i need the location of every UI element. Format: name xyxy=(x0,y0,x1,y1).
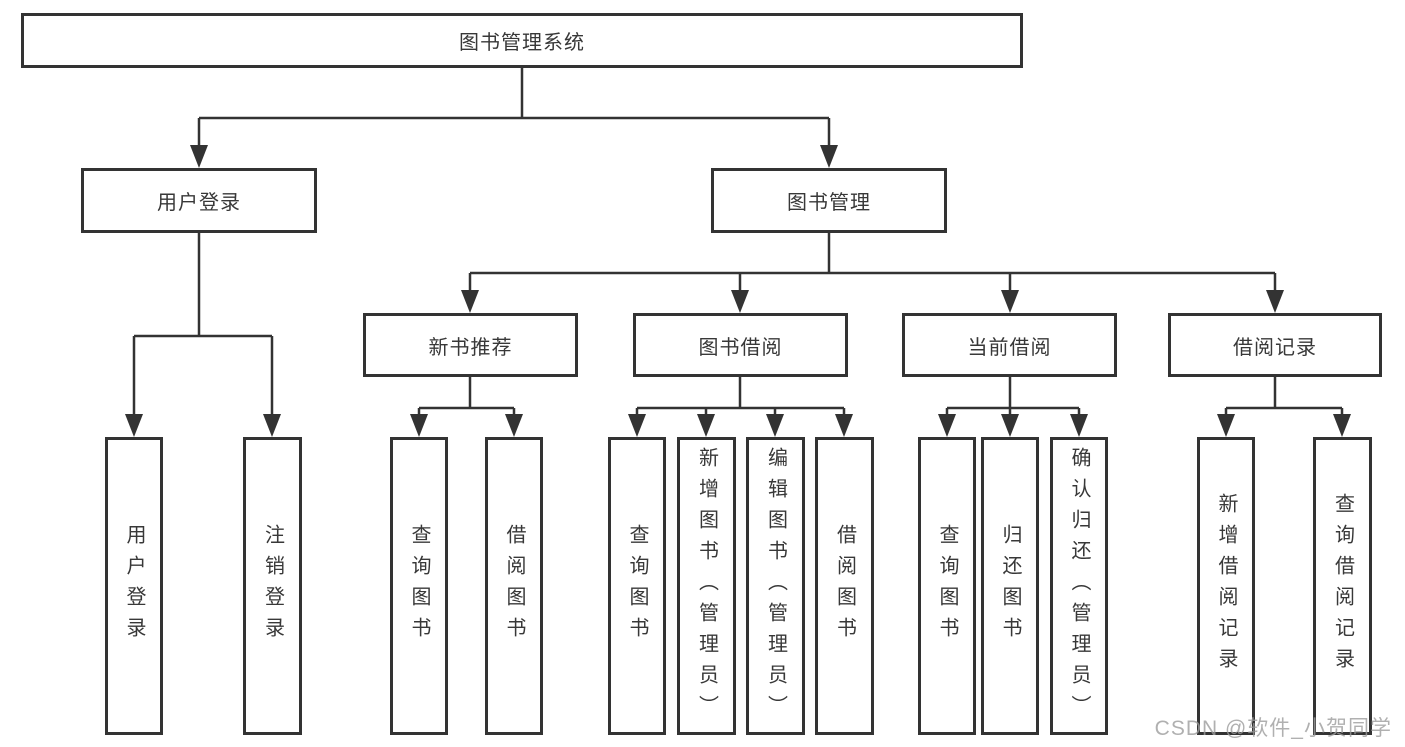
leaf-query-books-current-label: 查询图书 xyxy=(936,524,958,648)
leaf-query-books-borrowing-label: 查询图书 xyxy=(626,524,648,648)
leaf-borrow-books-borrowing: 借阅图书 xyxy=(815,437,874,735)
node-borrowing-records: 借阅记录 xyxy=(1168,313,1382,377)
leaf-add-book-admin-label: 新增图书（管理员） xyxy=(695,446,718,726)
node-new-book-recommend-label: 新书推荐 xyxy=(428,336,513,359)
leaf-add-borrow-record: 新增借阅记录 xyxy=(1197,437,1255,735)
leaf-user-login: 用户登录 xyxy=(105,437,163,735)
leaf-borrow-books-recommend: 借阅图书 xyxy=(485,437,543,735)
node-borrowing-records-label: 借阅记录 xyxy=(1233,336,1317,359)
leaf-logout-label: 注销登录 xyxy=(261,524,284,648)
leaf-query-borrow-record: 查询借阅记录 xyxy=(1313,437,1372,735)
arrowheads xyxy=(125,145,1351,437)
leaf-query-books-current: 查询图书 xyxy=(918,437,976,735)
leaf-user-login-label: 用户登录 xyxy=(123,524,145,648)
node-book-management: 图书管理 xyxy=(711,168,947,233)
leaf-confirm-return-admin: 确认归还（管理员） xyxy=(1050,437,1108,735)
leaf-logout: 注销登录 xyxy=(243,437,302,735)
node-book-management-label: 图书管理 xyxy=(787,192,871,214)
node-user-login-label: 用户登录 xyxy=(157,192,241,214)
leaf-borrow-books-borrowing-label: 借阅图书 xyxy=(833,524,856,648)
node-user-login: 用户登录 xyxy=(81,168,317,233)
node-current-borrowing: 当前借阅 xyxy=(902,313,1117,377)
leaf-query-borrow-record-label: 查询借阅记录 xyxy=(1331,493,1354,679)
node-book-borrowing: 图书借阅 xyxy=(633,313,848,377)
watermark: CSDN @软件_小贺同学 xyxy=(1154,717,1392,740)
leaf-confirm-return-admin-label: 确认归还（管理员） xyxy=(1068,446,1090,726)
node-book-borrowing-label: 图书借阅 xyxy=(698,336,783,359)
node-current-borrowing-label: 当前借阅 xyxy=(967,336,1052,359)
node-root: 图书管理系统 xyxy=(21,13,1023,68)
node-root-label: 图书管理系统 xyxy=(459,32,585,54)
leaf-return-books: 归还图书 xyxy=(981,437,1039,735)
leaf-add-borrow-record-label: 新增借阅记录 xyxy=(1215,493,1237,679)
leaf-add-book-admin: 新增图书（管理员） xyxy=(677,437,736,735)
node-new-book-recommend: 新书推荐 xyxy=(363,313,578,377)
leaf-query-books-recommend-label: 查询图书 xyxy=(408,524,430,648)
leaf-borrow-books-recommend-label: 借阅图书 xyxy=(503,524,525,648)
leaf-query-books-borrowing: 查询图书 xyxy=(608,437,666,735)
leaf-query-books-recommend: 查询图书 xyxy=(390,437,448,735)
leaf-edit-book-admin: 编辑图书（管理员） xyxy=(746,437,805,735)
leaf-edit-book-admin-label: 编辑图书（管理员） xyxy=(764,446,787,726)
leaf-return-books-label: 归还图书 xyxy=(999,524,1021,648)
